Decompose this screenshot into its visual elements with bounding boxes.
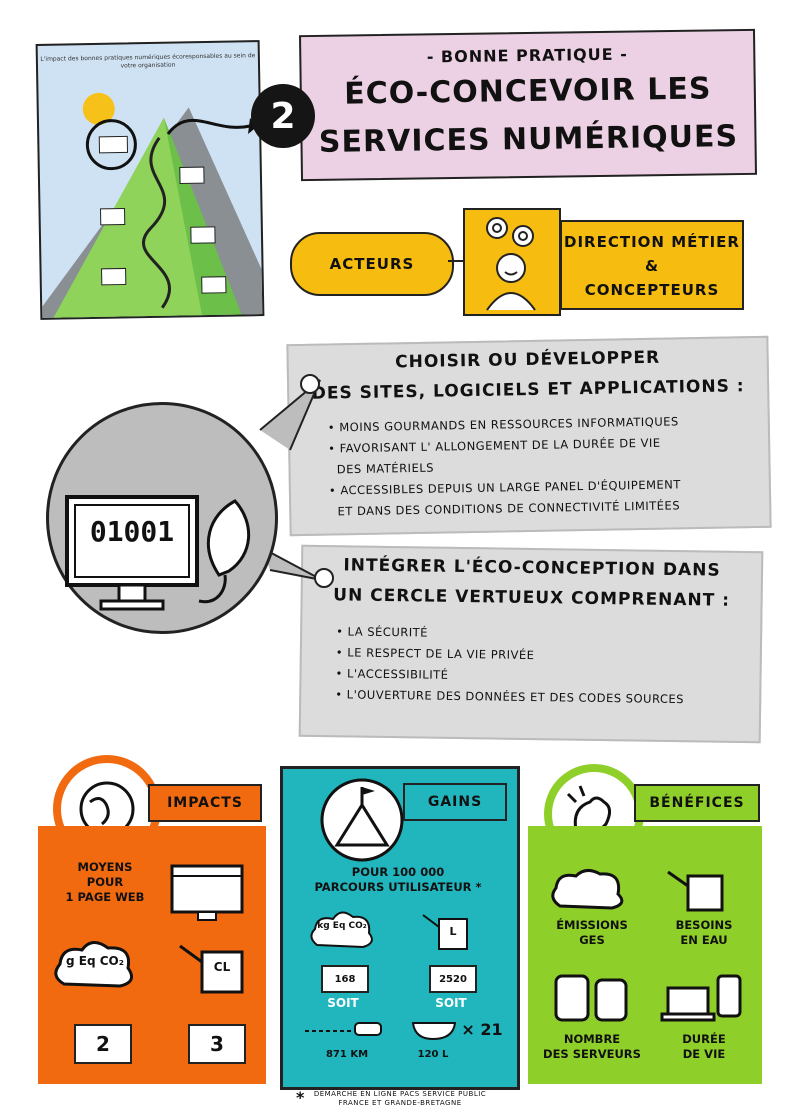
- gains-multiplier: × 21: [461, 1019, 503, 1039]
- monitor-circle: 01001: [46, 402, 278, 634]
- impacts-panel: Moyens pour 1 page web g Eq CO₂ CL 2 3: [38, 826, 266, 1084]
- webpage-icon: [170, 864, 244, 921]
- gains-soit2: Soit: [435, 996, 467, 1010]
- gains-distance: 871 km: [325, 1049, 369, 1060]
- gains-tag: Gains: [403, 783, 507, 821]
- arrow-icon: [166, 118, 258, 135]
- impacts-cloud-label: g Eq CO₂: [66, 954, 124, 968]
- mountain-illustration: [38, 92, 263, 320]
- page-title-line1: Éco-concevoir les: [343, 71, 712, 112]
- gains-weight-co2: 168: [321, 965, 369, 993]
- gains-weight-water: 2520: [429, 965, 477, 993]
- section2-title-line2: un cercle vertueux comprenant :: [333, 585, 731, 611]
- watering-can-icon: [422, 914, 468, 950]
- benefits-tag: Bénéfices: [634, 784, 760, 822]
- gains-panel: Gains Pour 100 000 parcours utilisateur …: [280, 766, 520, 1090]
- monitor-code: 01001: [89, 515, 175, 548]
- monitor-leaf-icon: [65, 495, 250, 611]
- impacts-weight-co2: 2: [74, 1024, 132, 1064]
- section2-title-line1: Intégrer l'éco-conception dans: [343, 555, 721, 581]
- gains-can-label: L: [449, 925, 457, 938]
- car-icon: [305, 1022, 382, 1036]
- mini-poster: L'impact des bonnes pratiques numériques…: [35, 40, 265, 320]
- benefit-lifespan: Duréede vie: [682, 1032, 726, 1061]
- title-box: - Bonne pratique - Éco-concevoir les ser…: [299, 28, 757, 182]
- watering-can-icon: [667, 870, 724, 912]
- section-virtuous-circle: Intégrer l'éco-conception dans un cercle…: [298, 544, 764, 744]
- benefit-water: Besoinsen eau: [675, 918, 733, 947]
- actors-line3: concepteurs: [584, 281, 720, 299]
- benefits-panel: ÉmissionsGES Besoinsen eau Nombredes ser…: [528, 826, 762, 1084]
- gains-soit1: Soit: [327, 996, 359, 1010]
- cloud-co2-icon: [54, 941, 134, 988]
- footnote-star: *: [296, 1088, 305, 1107]
- impacts-weight-water: 3: [188, 1024, 246, 1064]
- actors-detail-box: Direction métier & concepteurs: [560, 220, 744, 310]
- section1-title-line2: des sites, logiciels et applications :: [311, 376, 745, 404]
- footnote: Démarche en ligne PACS service public Fr…: [313, 1090, 487, 1107]
- gains-cloud-label: kg Eq CO₂: [317, 921, 367, 931]
- page-title-line2: services numériques: [318, 119, 739, 160]
- gears-person-icon: [486, 217, 536, 311]
- gains-bath: 120 L: [417, 1049, 449, 1060]
- cloud-icon: [551, 869, 624, 910]
- section1-title-line1: Choisir ou développer: [395, 347, 661, 373]
- section1-bullet-list: • Moins gourmands en ressources informat…: [328, 410, 770, 523]
- gains-caption: Pour 100 000 parcours utilisateur *: [314, 865, 482, 894]
- impacts-caption: Moyens pour 1 page web: [65, 860, 145, 904]
- page-subtitle: - Bonne pratique -: [426, 44, 628, 67]
- actors-label: Acteurs: [290, 232, 454, 296]
- impacts-can-label: CL: [213, 960, 231, 974]
- impacts-tag: Impacts: [148, 784, 262, 822]
- cloud-co2-icon: [310, 911, 373, 949]
- benefit-emissions: ÉmissionsGES: [556, 918, 628, 947]
- speech-connector: [259, 374, 334, 588]
- laptop-phone-icon: [660, 974, 742, 1022]
- mountain-flag-icon: [320, 778, 404, 862]
- section2-bullet-list: • La sécurité • Le respect de la vie pri…: [335, 621, 760, 711]
- watering-can-icon: [179, 944, 244, 994]
- practice-number-badge: 2: [251, 84, 315, 148]
- actors-line1: Direction métier: [564, 233, 740, 251]
- benefit-servers: Nombredes serveurs: [543, 1032, 641, 1061]
- actor-figure-box: [463, 208, 561, 316]
- section-choose-develop: Choisir ou développer des sites, logicie…: [286, 335, 772, 537]
- bathtub-icon: [411, 1022, 457, 1041]
- servers-icon: [554, 974, 628, 1022]
- actors-line2: &: [644, 257, 660, 275]
